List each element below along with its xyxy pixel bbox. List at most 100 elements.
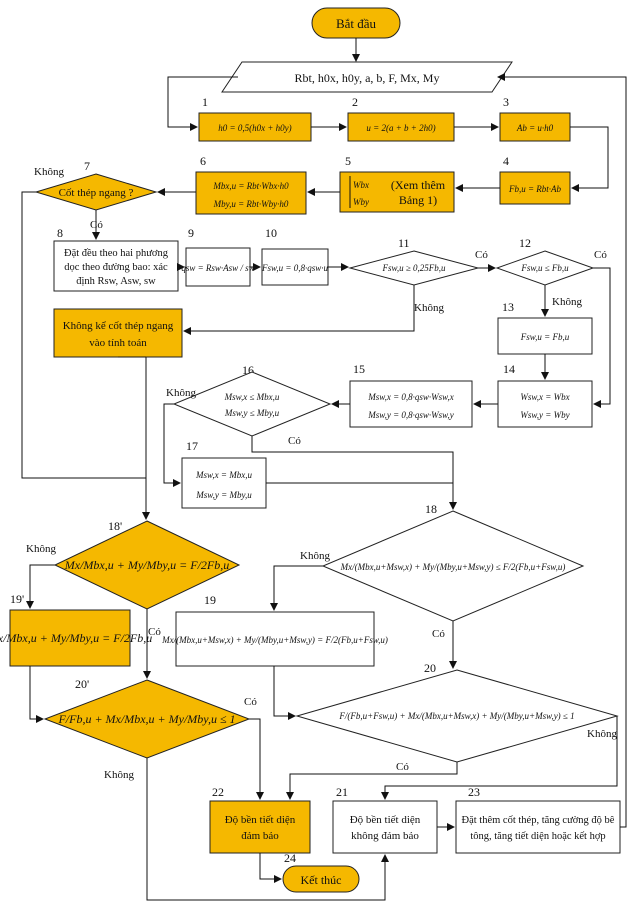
step21-line1: Độ bền tiết diện — [350, 814, 421, 826]
step20-number: 20 — [424, 661, 436, 675]
step15-number: 15 — [353, 362, 365, 376]
step11-yes-label: Có — [475, 249, 488, 261]
step14-number: 14 — [503, 362, 515, 376]
step7-number: 7 — [84, 159, 90, 173]
step18-no-label: Không — [300, 550, 330, 562]
end-label: Kết thúc — [301, 873, 342, 887]
step20-formula: F/(Fb,u+Fsw,u) + Mx/(Mbx,u+Msw,x) + My/(… — [338, 711, 574, 721]
step22-line2: đảm bảo — [241, 830, 279, 842]
step18p-yes-label: Có — [148, 626, 161, 638]
step10-formula: Fsw,u = 0,8·qsw·u — [261, 263, 328, 273]
step16-yes-label: Có — [288, 435, 301, 447]
step9-box — [185, 247, 251, 287]
step2-formula: u = 2(a + b + 2h0) — [366, 123, 435, 133]
connectors — [21, 38, 627, 901]
step13-box — [497, 317, 593, 355]
step13-formula: Fsw,u = Fb,u — [520, 332, 570, 342]
end-terminal — [282, 865, 360, 893]
step23-number: 23 — [468, 785, 480, 799]
step18p-number: 18' — [108, 519, 122, 533]
step24-number: 24 — [284, 851, 296, 865]
step16-no-label: Không — [166, 387, 196, 399]
step20-no-label: Không — [587, 728, 617, 740]
step15-line2: Msw,y = 0,8·qsw·Wsw,y — [367, 410, 454, 420]
step2-number: 2 — [352, 95, 358, 109]
step3-number: 3 — [503, 95, 509, 109]
step12-condition: Fsw,u ≤ Fb,u — [520, 263, 569, 273]
step18p-no-label: Không — [26, 543, 56, 555]
step19p-box — [9, 609, 131, 667]
no-shear-line1: Không kể cốt thép ngang — [63, 320, 174, 332]
step14-line2: Wsw,y = Wby — [520, 410, 569, 420]
step20p-yes-label: Có — [244, 696, 257, 708]
step17-line2: Msw,y = Mby,u — [195, 490, 252, 500]
step21-box — [332, 800, 438, 854]
step23-line1: Đặt thêm cốt thép, tăng cường độ bê — [462, 815, 615, 826]
step20p-formula: F/Fb,u + Mx/Mbx,u + My/Mby,u ≤ 1 — [57, 712, 235, 726]
step4-formula: Fb,u = Rbt·Ab — [508, 184, 562, 194]
step19-formula: Mx/(Mbx,u+Msw,x) + My/(Mby,u+Msw,y) = F/… — [161, 635, 388, 645]
step6-line1: Mbx,u = Rbt·Wbx·h0 — [212, 181, 289, 191]
step1-box — [198, 112, 312, 142]
step16-line2: Msw,y ≤ Mby,u — [224, 408, 280, 418]
step19p-number: 19' — [10, 592, 24, 606]
step15-line1: Msw,x = 0,8·qsw·Wsw,x — [367, 392, 454, 402]
step8-line1: Đặt đều theo hai phương — [64, 248, 169, 259]
step22-number: 22 — [212, 785, 224, 799]
step11-condition: Fsw,u ≥ 0,25Fb,u — [381, 263, 446, 273]
step6-box — [195, 171, 307, 215]
step11-number: 11 — [398, 236, 410, 250]
step12-yes-label: Có — [594, 249, 607, 261]
step8-line3: định Rsw, Asw, sw — [76, 276, 156, 287]
step1-formula: h0 = 0,5(h0x + h0y) — [218, 123, 291, 133]
step18-formula: Mx/(Mbx,u+Msw,x) + My/(Mby,u+Msw,y) ≤ F/… — [340, 562, 566, 572]
step6-line2: Mby,u = Rbt·Wby·h0 — [213, 199, 289, 209]
step22-box — [209, 800, 311, 854]
step18-number: 18 — [425, 502, 437, 516]
step16-decision — [172, 371, 332, 437]
step14-line1: Wsw,x = Wbx — [520, 392, 569, 402]
step5-note-line1: (Xem thêm — [391, 178, 446, 192]
step6-number: 6 — [200, 154, 206, 168]
step15-box — [349, 380, 473, 428]
step7-no-label: Không — [34, 166, 64, 178]
step23-box — [455, 800, 621, 854]
step5-number: 5 — [345, 154, 351, 168]
step1-number: 1 — [202, 95, 208, 109]
step12-number: 12 — [519, 236, 531, 250]
step7-question: Cốt thép ngang ? — [59, 187, 134, 199]
step4-number: 4 — [503, 154, 509, 168]
step21-number: 21 — [336, 785, 348, 799]
step5-note-line2: Bảng 1) — [399, 193, 437, 207]
input-parallelogram — [221, 61, 513, 93]
step16-line1: Msw,x ≤ Mbx,u — [224, 392, 280, 402]
step20-yes-label: Có — [396, 761, 409, 773]
step17-number: 17 — [186, 439, 198, 453]
step5-wbx: Wbx — [353, 180, 369, 190]
step17-box — [181, 457, 267, 509]
step19-number: 19 — [204, 593, 216, 607]
step8-line2: dọc theo đường bao: xác — [64, 262, 168, 273]
step21-line2: không đảm bảo — [351, 830, 419, 842]
step14-box — [497, 380, 593, 428]
step3-formula: Ab = u·h0 — [516, 123, 554, 133]
step10-number: 10 — [265, 226, 277, 240]
step11-no-label: Không — [414, 302, 444, 314]
input-label: Rbt, h0x, h0y, a, b, F, Mx, My — [295, 71, 440, 85]
step22-line1: Độ bền tiết diện — [225, 814, 296, 826]
start-label: Bắt đầu — [336, 16, 377, 31]
step9-formula: qsw = Rsw·Asw / sw — [181, 263, 254, 273]
step13-number: 13 — [502, 300, 514, 314]
step12-no-label: Không — [552, 296, 582, 308]
no-shear-line2: vào tính toán — [89, 337, 147, 349]
step5-wby: Wby — [353, 197, 369, 207]
step8-number: 8 — [57, 226, 63, 240]
step20p-no-label: Không — [104, 769, 134, 781]
step7-yes-label: Có — [90, 219, 103, 231]
step17-line1: Msw,x = Mbx,u — [195, 470, 252, 480]
step9-number: 9 — [188, 226, 194, 240]
step19-box — [175, 611, 375, 667]
step3-box — [499, 112, 571, 142]
